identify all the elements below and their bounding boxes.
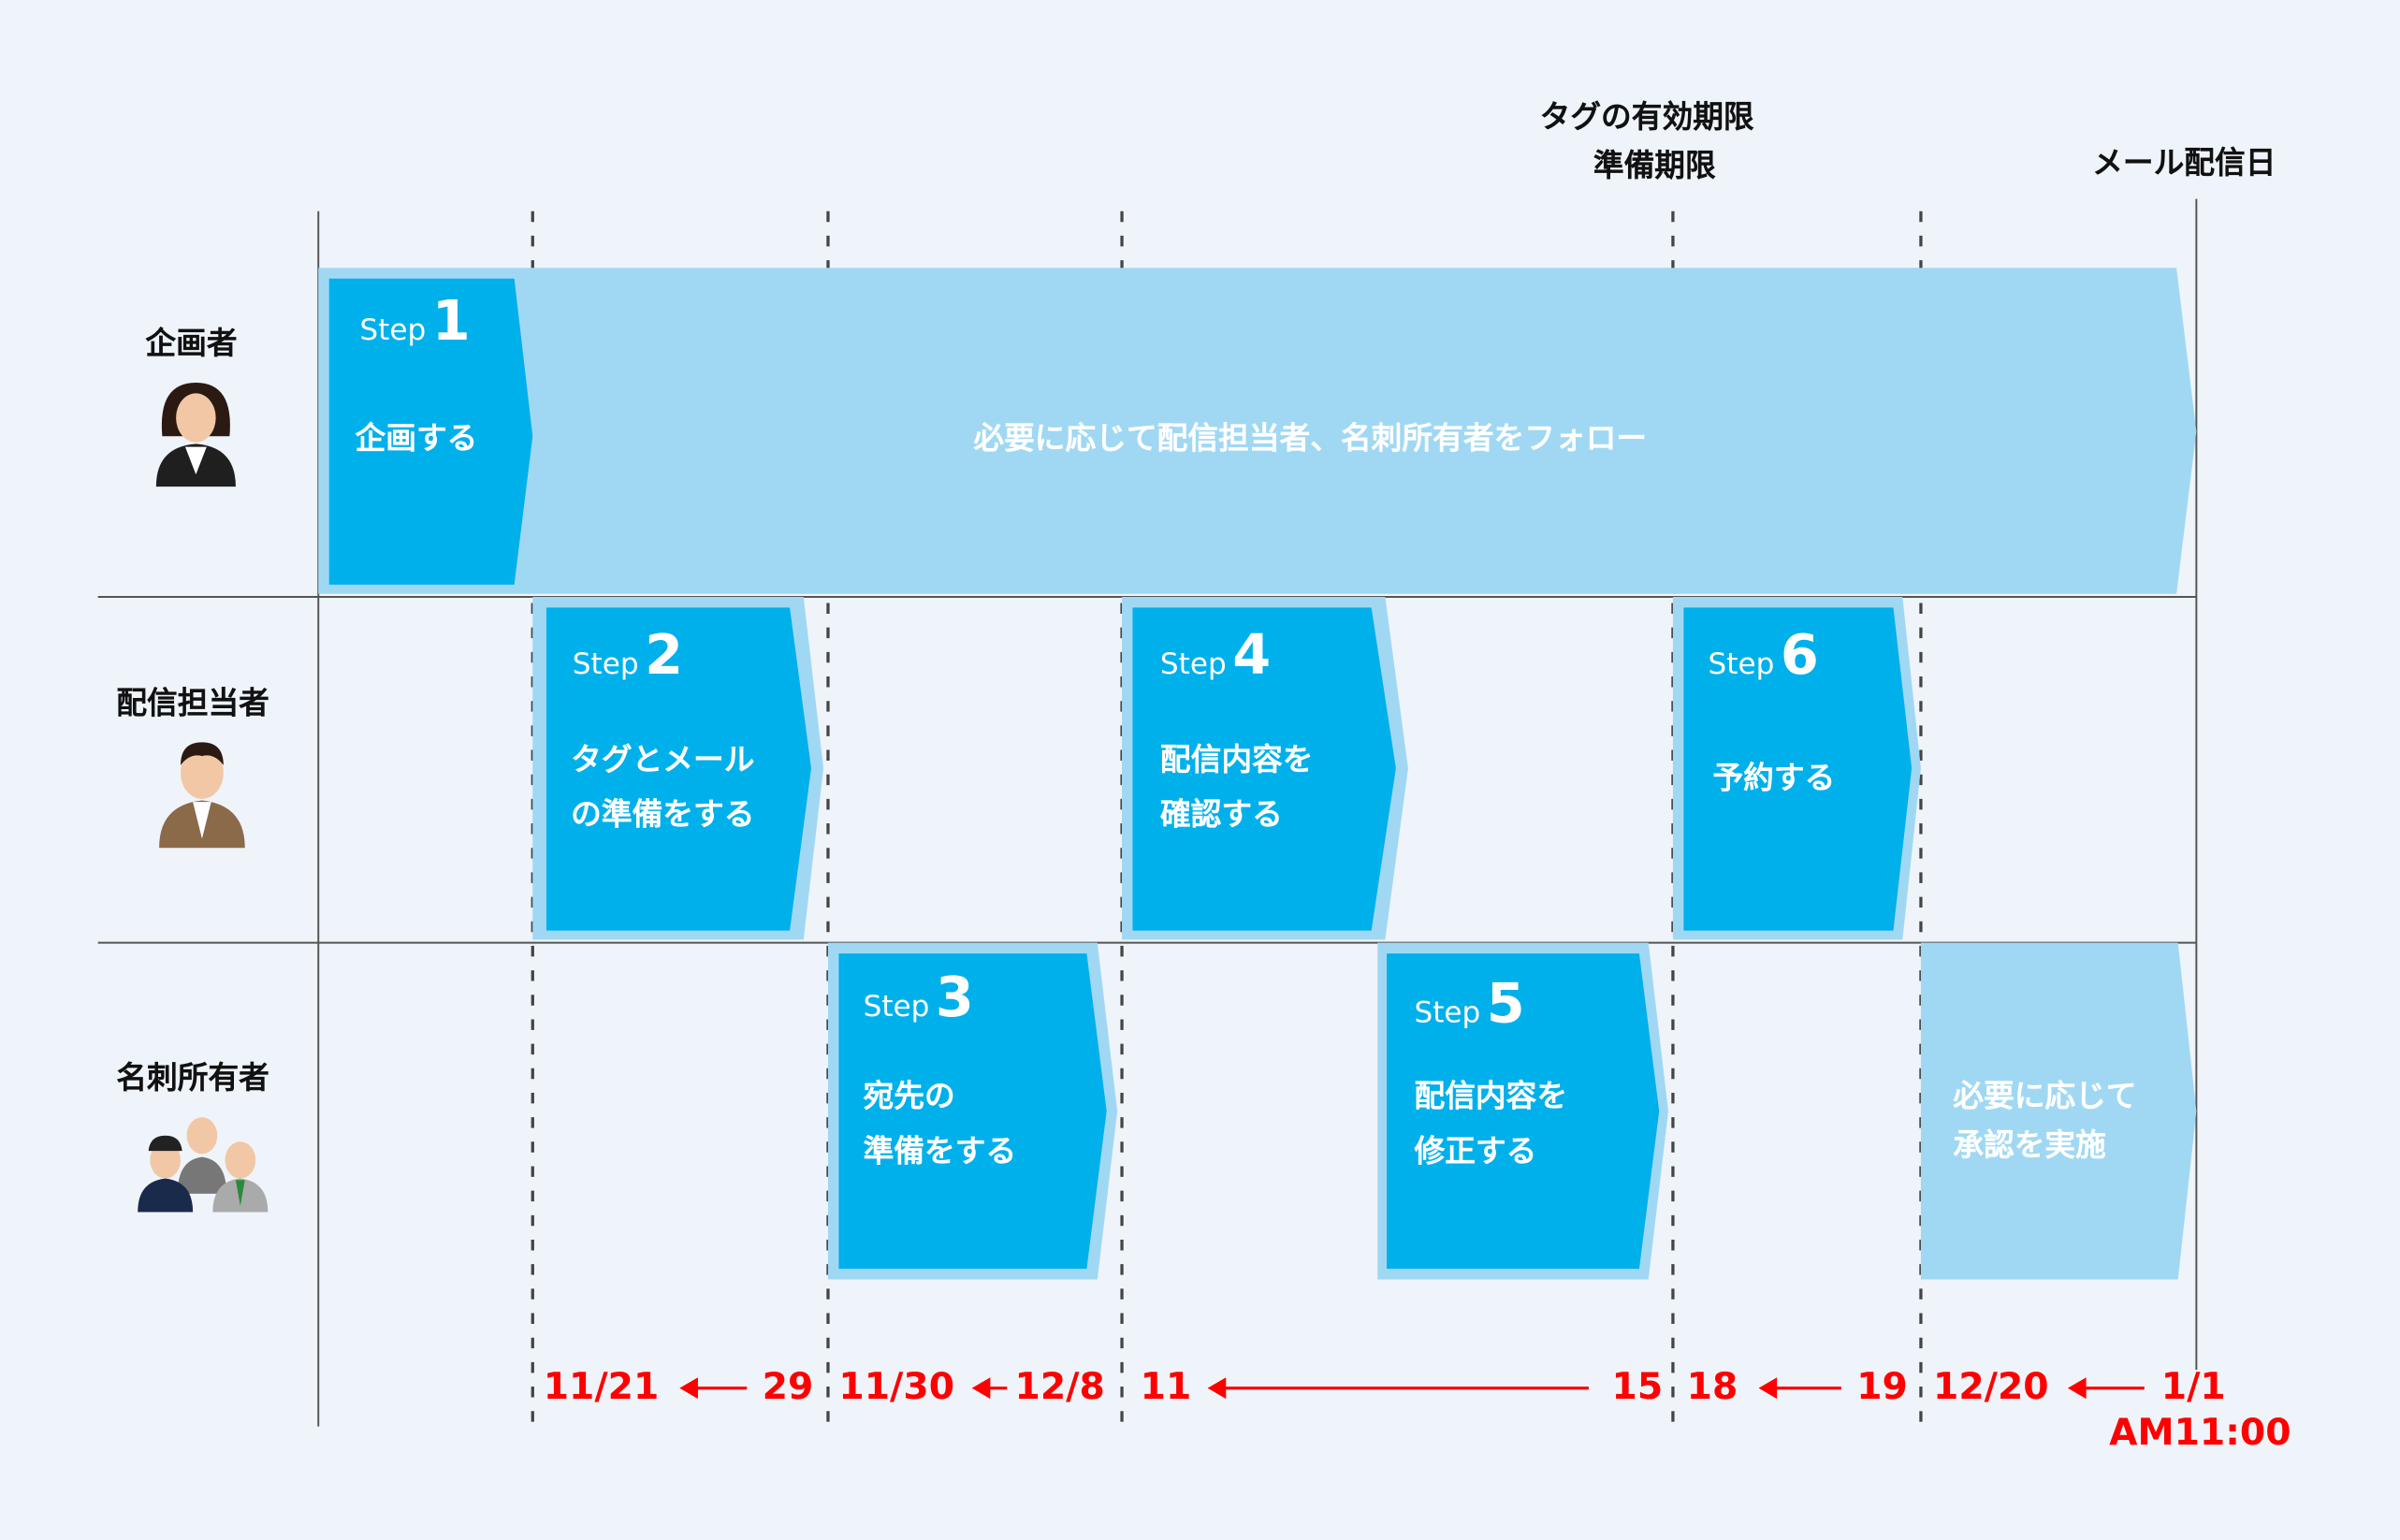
time-label: AM11:00 <box>2109 1411 2291 1455</box>
date-label: 18 <box>1686 1365 1738 1408</box>
step5-text: 配信内容を修正する <box>1414 1068 1567 1179</box>
step-word: Step <box>572 647 639 681</box>
step2-box <box>545 607 811 931</box>
date-label: 1/1 <box>2160 1365 2226 1408</box>
follow-arrow <box>318 268 2197 594</box>
step1-text: 企画する <box>356 410 478 465</box>
left-arrow-icon <box>2067 1377 2145 1400</box>
man-icon <box>159 742 245 849</box>
role-owner-label: 名刺所有者 <box>116 1058 269 1097</box>
mail-date-label: メール配信日 <box>2092 143 2276 182</box>
approval-text: 必要に応じて承認を実施 <box>1953 1071 2136 1170</box>
step-word: Step <box>1414 995 1481 1030</box>
step6-text: 予約する <box>1712 750 1835 806</box>
step1-box <box>328 278 533 585</box>
group-icon <box>138 1117 269 1213</box>
left-arrow-icon <box>1207 1377 1589 1400</box>
step-line: 企画する <box>355 419 478 457</box>
step-word: Step <box>863 990 930 1024</box>
step-line: 配信内容を <box>1159 740 1314 777</box>
step3-box <box>838 953 1107 1270</box>
date-label: 15 <box>1611 1365 1664 1408</box>
role-planner-label: 企画者 <box>145 324 238 362</box>
step-line: 確認する <box>1159 795 1283 833</box>
role-sender-label: 配信担当者 <box>116 684 269 721</box>
step3-text: 宛先の準備をする <box>864 1068 1017 1179</box>
step-line: 予約する <box>1712 759 1836 796</box>
date-label: 11/21 <box>543 1365 660 1408</box>
date-label: 19 <box>1856 1365 1908 1408</box>
prep-deadline-label: 準備期限 <box>1593 147 1716 184</box>
step2-text: タグとメールの準備をする <box>571 732 754 842</box>
step5-box <box>1387 953 1660 1270</box>
step-number: 5 <box>1486 973 1525 1037</box>
date-label: 29 <box>762 1365 814 1408</box>
left-arrow-icon <box>971 1377 1008 1400</box>
approval-line: 承認を実施 <box>1953 1126 2106 1164</box>
step4-text: 配信内容を確認する <box>1160 732 1314 842</box>
step-word: Step <box>1708 647 1775 681</box>
tag-deadline-label: タグの有効期限 <box>1539 97 1754 135</box>
left-arrow-icon <box>679 1377 748 1400</box>
date-label: 12/20 <box>1933 1365 2049 1408</box>
step-line: の準備をする <box>571 795 755 833</box>
step-number: 4 <box>1232 624 1272 688</box>
step-line: 修正する <box>1414 1132 1537 1170</box>
step4-box <box>1132 607 1396 931</box>
left-arrow-icon <box>1758 1377 1841 1400</box>
date-label: 11 <box>1140 1365 1192 1408</box>
step-line: 宛先の <box>863 1077 955 1114</box>
step-line: 配信内容を <box>1414 1077 1568 1114</box>
step-number: 6 <box>1780 624 1819 688</box>
step-number: 3 <box>935 966 974 1030</box>
step-number: 2 <box>645 624 684 688</box>
step-line: タグとメール <box>571 740 755 777</box>
approval-arrow <box>1920 942 2197 1280</box>
step-line: 準備をする <box>863 1132 1017 1170</box>
step-word: Step <box>359 313 427 348</box>
step6-box <box>1683 607 1913 931</box>
follow-text: 必要に応じて配信担当者、名刺所有者をフォロー <box>973 419 1648 457</box>
woman-icon <box>155 382 236 487</box>
step-word: Step <box>1159 647 1227 681</box>
approval-line: 必要に応じて <box>1953 1077 2137 1114</box>
date-label: 12/8 <box>1014 1365 1105 1408</box>
date-label: 11/30 <box>838 1365 955 1408</box>
step-number: 1 <box>431 290 471 354</box>
